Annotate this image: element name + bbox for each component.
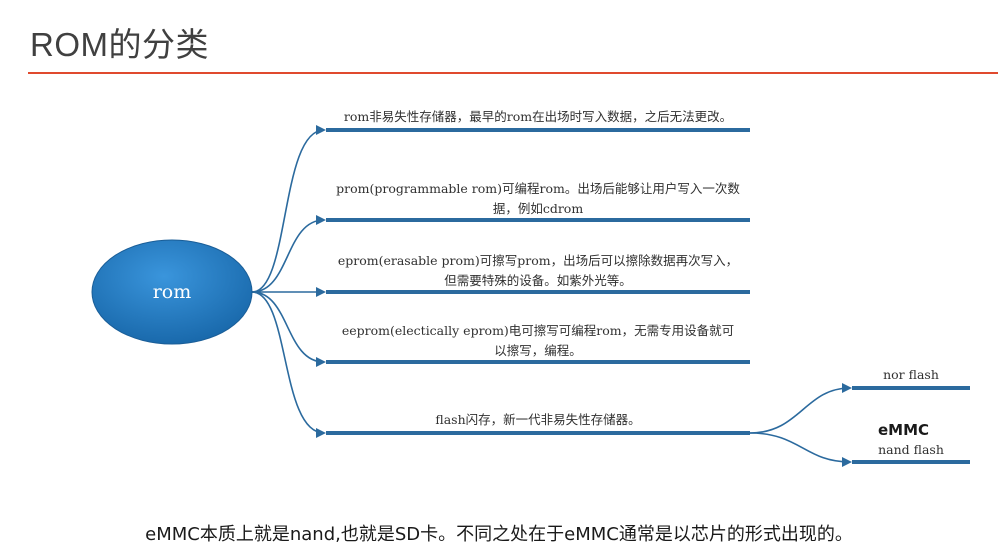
connector-nor-flash	[749, 383, 852, 434]
connector-eeprom	[251, 291, 326, 367]
slide-title: ROM的分类	[30, 26, 209, 63]
branch-line-rom	[326, 128, 750, 132]
root-node	[91, 239, 253, 345]
sub-line-nand-flash	[852, 460, 970, 464]
connector-prom	[251, 215, 326, 293]
branch-text-rom: rom非易失性存储器，最早的rom在出场时写入数据，之后无法更改。	[343, 109, 733, 124]
branch-text-eprom: eprom(erasable prom)可擦写prom，出场后可以擦除数据再次写…	[337, 253, 739, 288]
branch-line-prom	[326, 218, 750, 222]
branch-line-flash	[326, 431, 750, 435]
root-label: rom	[152, 281, 192, 303]
slide-caption: eMMC本质上就是nand,也就是SD卡。不同之处在于eMMC通常是以芯片的形式…	[145, 524, 853, 545]
title-divider	[28, 72, 998, 74]
branch-text-flash: flash闪存，新一代非易失性存储器。	[435, 412, 641, 427]
connector-flash	[251, 291, 326, 438]
emmc-label: eMMC	[878, 421, 930, 439]
branch-line-eeprom	[326, 360, 750, 364]
branch-text-eeprom: eeprom(electically eprom)电可擦写可编程rom，无需专用…	[341, 323, 735, 358]
connector-nand-flash	[749, 432, 852, 467]
branch-text-prom: prom(programmable rom)可编程rom。出场后能够让用户写入一…	[336, 181, 740, 216]
sub-text-nor-flash: nor flash	[883, 367, 939, 382]
branch-line-eprom	[326, 290, 750, 294]
sub-line-nor-flash	[852, 386, 970, 390]
connector-rom	[251, 125, 326, 293]
sub-text-nand-flash: nand flash	[878, 442, 944, 457]
